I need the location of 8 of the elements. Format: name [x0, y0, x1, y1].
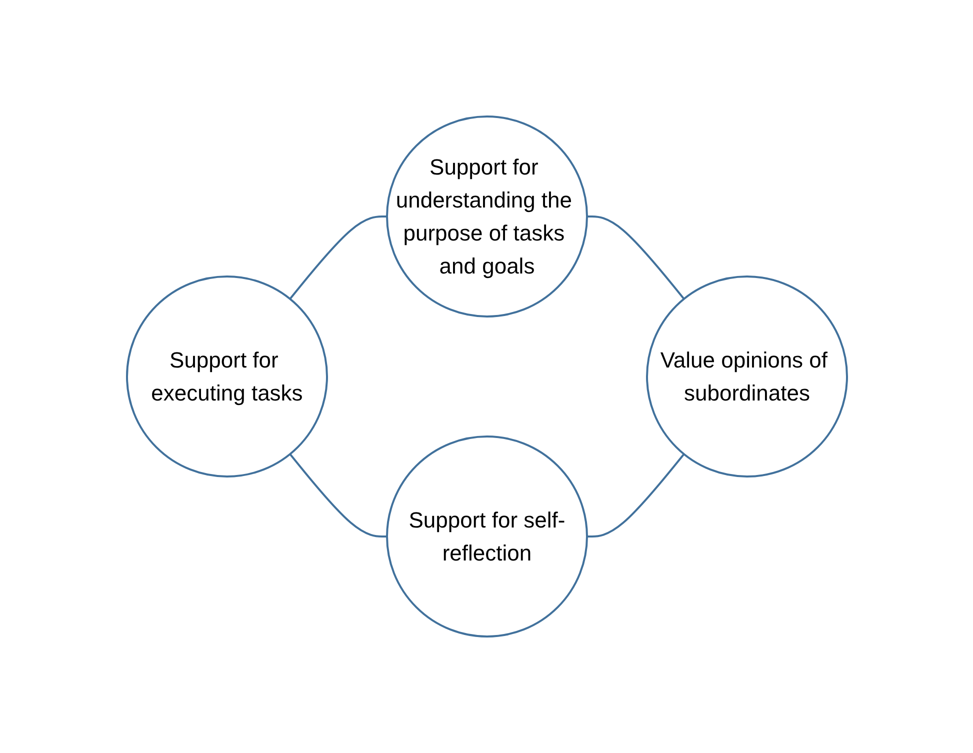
connector — [586, 453, 684, 538]
connector — [288, 453, 386, 538]
node-circle: Support for executing tasks — [126, 276, 328, 478]
connector — [288, 216, 386, 300]
connector — [586, 216, 684, 300]
node-circle: Support for understanding the purpose of tasks and goals — [386, 116, 588, 318]
node-circle: Support for self-reflection — [386, 436, 588, 638]
node-circle: Value opinions of subordinates — [646, 276, 848, 478]
